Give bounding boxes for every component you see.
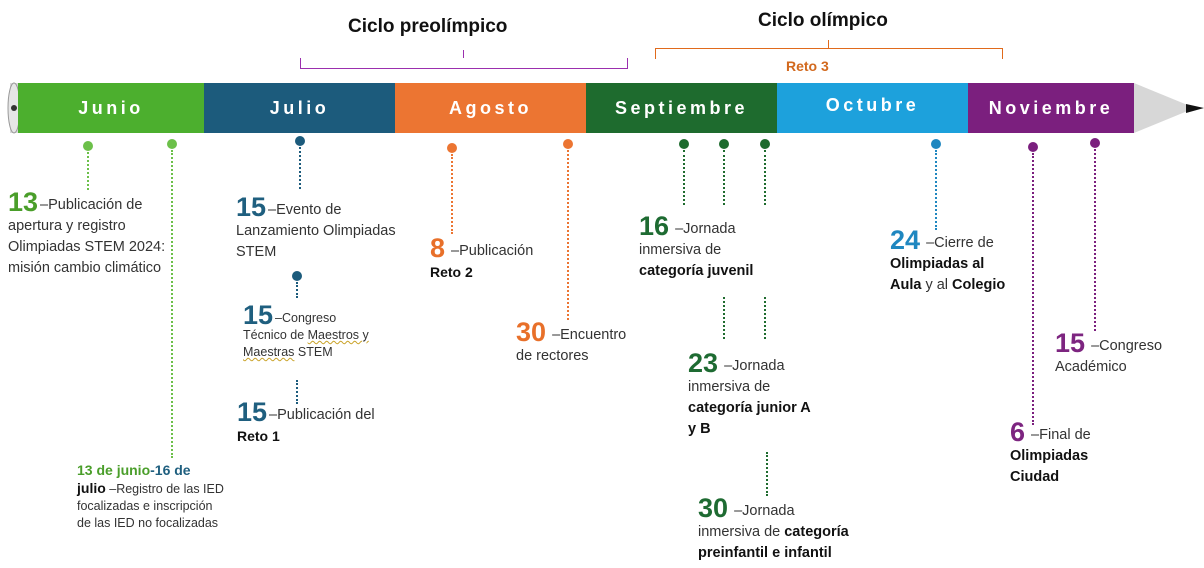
ciclo-olimpico-title: Ciclo olímpico xyxy=(758,10,888,31)
marker-dot xyxy=(563,139,573,149)
pencil-tip-wood xyxy=(1134,83,1190,133)
event-noviembre-6: 6 –Final de Olimpiadas Ciudad xyxy=(1010,417,1091,486)
event-septiembre-23: 23 –Jornada inmersiva de categoría junio… xyxy=(688,348,811,438)
event-septiembre-30: 30 –Jornada inmersiva de categoría prein… xyxy=(698,493,849,562)
event-noviembre-15: 15 –Congreso Académico xyxy=(1055,328,1163,376)
marker-line xyxy=(567,150,569,320)
marker-line xyxy=(723,150,725,205)
event-septiembre-16: 16 –Jornada inmersiva de categoría juven… xyxy=(639,211,754,280)
reto-3-label: Reto 3 xyxy=(786,58,829,74)
event-octubre-24: 24 –Cierre de Olimpiadas al Aula y al Co… xyxy=(890,225,1006,294)
marker-line xyxy=(296,380,298,404)
marker-dot xyxy=(83,141,93,151)
ciclo-preolimpico-bracket xyxy=(300,58,628,69)
marker-dot xyxy=(167,139,177,149)
ciclo-preolimpico-title: Ciclo preolímpico xyxy=(348,16,508,37)
month-noviembre: Noviembre xyxy=(968,83,1134,133)
event-agosto-30: 30 –Encuentro de rectores xyxy=(516,317,627,365)
month-septiembre: Septiembre xyxy=(586,83,777,133)
marker-line xyxy=(1094,149,1096,331)
marker-dot xyxy=(719,139,729,149)
marker-dot xyxy=(679,139,689,149)
marker-line xyxy=(299,147,301,189)
marker-line xyxy=(451,154,453,234)
marker-dot xyxy=(295,136,305,146)
marker-dot xyxy=(1090,138,1100,148)
marker-line xyxy=(296,282,298,298)
ciclo-olimpico-bracket-mid xyxy=(828,40,829,48)
marker-line xyxy=(723,297,725,339)
marker-line xyxy=(766,452,768,496)
ciclo-olimpico-bracket xyxy=(655,48,1003,59)
event-agosto-8: 8 –Publicación Reto 2 xyxy=(430,233,534,281)
month-octubre: Octubre xyxy=(777,83,968,133)
marker-line xyxy=(935,150,937,230)
pencil-eraser-dot xyxy=(11,105,17,111)
marker-line xyxy=(87,152,89,190)
event-julio-15-reto1: 15–Publicación del Reto 1 xyxy=(237,397,375,445)
ciclo-preolimpico-bracket-mid xyxy=(463,50,464,58)
month-junio: Junio xyxy=(18,83,204,133)
marker-dot xyxy=(447,143,457,153)
marker-line xyxy=(683,150,685,205)
marker-line xyxy=(1032,153,1034,425)
marker-line xyxy=(764,150,766,205)
marker-dot xyxy=(760,139,770,149)
event-junio-13: 13–Publicación de apertura y registro Ol… xyxy=(8,187,166,277)
marker-dot xyxy=(1028,142,1038,152)
marker-line xyxy=(171,150,173,458)
month-agosto: Agosto xyxy=(395,83,586,133)
pencil-tip-lead xyxy=(1186,104,1204,113)
month-julio: Julio xyxy=(204,83,395,133)
marker-line xyxy=(764,297,766,339)
marker-dot xyxy=(931,139,941,149)
event-julio-15-congreso: 15–Congreso Técnico de Maestros y Maestr… xyxy=(243,300,369,360)
marker-dot xyxy=(292,271,302,281)
event-junio-registro: 13 de junio-16 de julio –Registro de las… xyxy=(77,462,224,530)
event-julio-15-lanzamiento: 15–Evento de Lanzamiento Olimpiadas STEM xyxy=(236,192,396,261)
